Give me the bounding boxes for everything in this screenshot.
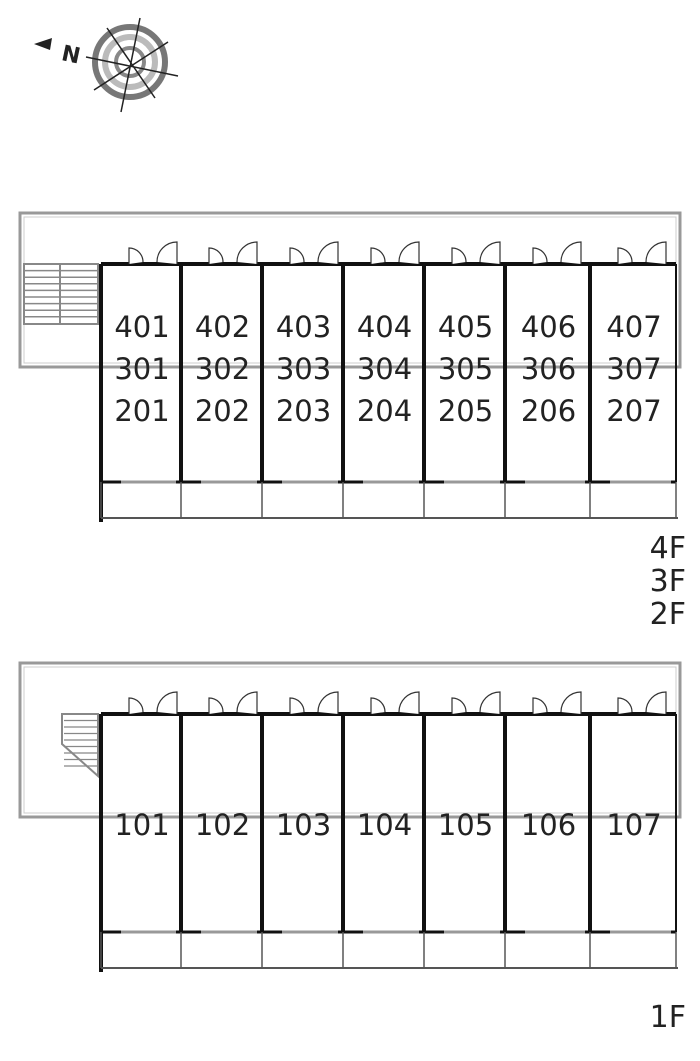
unit-number-label: 307 [606, 352, 661, 386]
unit: 104 [357, 691, 420, 934]
unit-number-label: 301 [114, 352, 169, 386]
unit-number-label: 107 [606, 808, 661, 842]
unit-number-label: 401 [114, 310, 169, 344]
unit-number-label: 201 [114, 394, 169, 428]
unit: 103 [276, 691, 339, 934]
stair-outline [61, 713, 99, 779]
corridor-inner [23, 666, 677, 814]
entry-door-icon [156, 241, 178, 264]
unit-number-label: 105 [438, 808, 493, 842]
lower-block: 101 102 103 104 105 106 107 [18, 661, 682, 972]
entry-door-icon [645, 241, 667, 264]
floor-label: 4F [650, 531, 686, 566]
small-door-icon [208, 247, 224, 264]
unit: 401 301 201 [114, 241, 178, 484]
entry-door-icon [317, 691, 339, 714]
unit: 105 [438, 691, 501, 934]
staircase [59, 263, 99, 325]
stair-outline [23, 263, 61, 325]
small-door-icon [128, 247, 144, 264]
entry-door-icon [479, 241, 501, 264]
unit: 407 307 207 [606, 241, 671, 484]
small-door-icon [617, 697, 633, 714]
unit-number-label: 403 [276, 310, 331, 344]
small-door-icon [451, 697, 467, 714]
unit-number-label: 306 [521, 352, 576, 386]
corridor-outline [18, 211, 682, 369]
unit: 106 [521, 691, 585, 934]
unit-number-label: 207 [606, 394, 661, 428]
small-door-icon [208, 697, 224, 714]
staircase [23, 263, 61, 325]
compass-north-label: N [59, 41, 82, 69]
floor-label: 1F [650, 1000, 686, 1035]
entry-door-icon [398, 691, 420, 714]
staircase [61, 713, 99, 779]
corridor-outline [18, 661, 682, 819]
small-door-icon [532, 247, 548, 264]
small-door-icon [451, 247, 467, 264]
entry-door-icon [236, 691, 258, 714]
entry-door-icon [398, 241, 420, 264]
small-door-icon [289, 247, 305, 264]
upper-block: 401 301 201 402 302 202 403 303 203 404 304 204 405 3… [18, 211, 682, 522]
unit-number-label: 101 [114, 808, 169, 842]
small-door-icon [289, 697, 305, 714]
unit-number-label: 103 [276, 808, 331, 842]
entry-door-icon [479, 691, 501, 714]
small-door-icon [617, 247, 633, 264]
entry-door-icon [645, 691, 667, 714]
unit: 101 [114, 691, 178, 934]
unit-number-label: 405 [438, 310, 493, 344]
entry-door-icon [317, 241, 339, 264]
unit-number-label: 303 [276, 352, 331, 386]
unit-number-label: 104 [357, 808, 412, 842]
unit-number-label: 404 [357, 310, 412, 344]
unit-number-label: 302 [195, 352, 250, 386]
floor-label: 2F [650, 597, 686, 632]
unit-number-label: 106 [521, 808, 576, 842]
unit: 404 304 204 [357, 241, 420, 484]
unit-number-label: 407 [606, 310, 661, 344]
unit-number-label: 305 [438, 352, 493, 386]
small-door-icon [370, 247, 386, 264]
entry-door-icon [236, 241, 258, 264]
compass-icon: N [34, 17, 179, 113]
unit: 107 [606, 691, 671, 934]
unit-number-label: 402 [195, 310, 250, 344]
unit: 403 303 203 [276, 241, 339, 484]
unit-number-label: 205 [438, 394, 493, 428]
small-door-icon [532, 697, 548, 714]
entry-door-icon [156, 691, 178, 714]
entry-door-icon [560, 241, 582, 264]
unit: 405 305 205 [438, 241, 501, 484]
small-door-icon [370, 697, 386, 714]
unit-number-label: 406 [521, 310, 576, 344]
stair-outline [59, 263, 99, 325]
unit-number-label: 206 [521, 394, 576, 428]
unit-number-label: 202 [195, 394, 250, 428]
unit: 406 306 206 [521, 241, 585, 484]
unit-number-label: 102 [195, 808, 250, 842]
floor-label: 3F [650, 564, 686, 599]
unit-number-label: 304 [357, 352, 412, 386]
unit: 402 302 202 [195, 241, 258, 484]
unit-number-label: 203 [276, 394, 331, 428]
small-door-icon [128, 697, 144, 714]
unit: 102 [195, 691, 258, 934]
unit-number-label: 204 [357, 394, 412, 428]
entry-door-icon [560, 691, 582, 714]
